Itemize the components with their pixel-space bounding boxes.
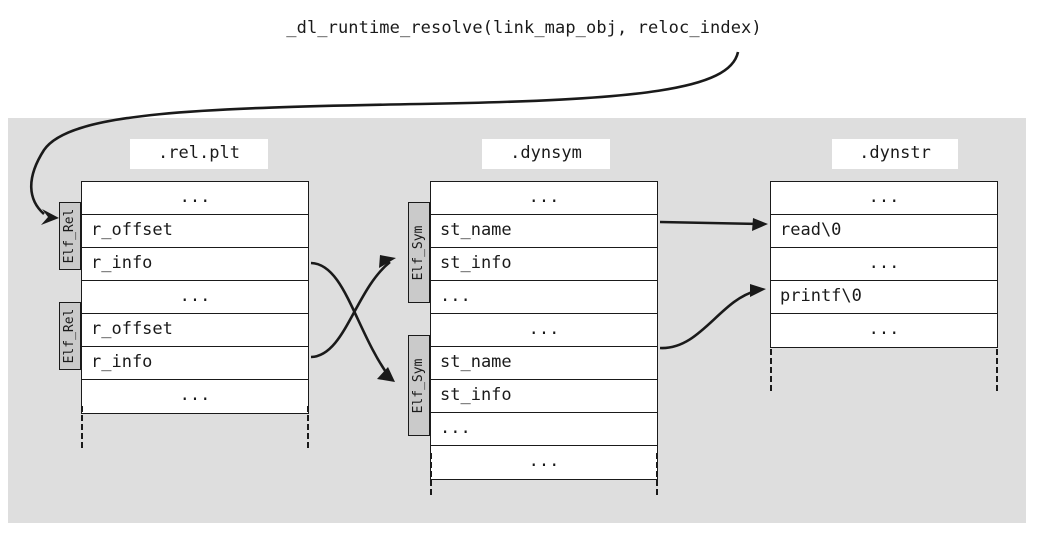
table-row: r_offset <box>82 215 308 248</box>
table-row: ... <box>771 182 997 215</box>
table-row: ... <box>431 182 657 215</box>
table-row: printf\0 <box>771 281 997 314</box>
section-label-dynsym: .dynsym <box>482 139 610 169</box>
table-continuation-dash <box>656 453 658 495</box>
table-continuation-dash <box>996 349 998 391</box>
table-continuation-dash <box>307 406 309 448</box>
section-label-rel-plt: .rel.plt <box>130 139 268 169</box>
table-row: ... <box>431 281 657 314</box>
table-dynsym: ... st_name st_info ... ... st_name st_i… <box>430 181 658 480</box>
table-row: st_info <box>431 380 657 413</box>
table-row: ... <box>431 446 657 479</box>
table-row: r_offset <box>82 314 308 347</box>
table-row: read\0 <box>771 215 997 248</box>
table-row: st_name <box>431 347 657 380</box>
page-title: _dl_runtime_resolve(link_map_obj, reloc_… <box>286 18 762 38</box>
struct-tab-elf-sym: Elf_Sym <box>408 202 430 303</box>
table-row: ... <box>771 314 997 347</box>
table-row: ... <box>431 413 657 446</box>
struct-tab-label: Elf_Sym <box>411 225 426 280</box>
table-row: ... <box>771 248 997 281</box>
table-dynstr: ... read\0 ... printf\0 ... <box>770 181 998 348</box>
table-rel-plt: ... r_offset r_info ... r_offset r_info … <box>81 181 309 414</box>
table-row: st_info <box>431 248 657 281</box>
struct-tab-elf-rel: Elf_Rel <box>59 302 81 370</box>
table-row: ... <box>82 281 308 314</box>
struct-tab-label: Elf_Rel <box>62 208 77 264</box>
table-continuation-dash <box>430 453 432 495</box>
table-row: ... <box>431 314 657 347</box>
table-row: ... <box>82 182 308 215</box>
table-row: r_info <box>82 347 308 380</box>
struct-tab-label: Elf_Rel <box>62 308 77 364</box>
struct-tab-elf-rel: Elf_Rel <box>59 202 81 270</box>
struct-tab-label: Elf_Sym <box>411 358 426 413</box>
table-continuation-dash <box>770 349 772 391</box>
section-label-dynstr: .dynstr <box>832 139 958 169</box>
table-row: ... <box>82 380 308 413</box>
table-row: r_info <box>82 248 308 281</box>
table-row: st_name <box>431 215 657 248</box>
table-continuation-dash <box>81 406 83 448</box>
struct-tab-elf-sym: Elf_Sym <box>408 335 430 436</box>
